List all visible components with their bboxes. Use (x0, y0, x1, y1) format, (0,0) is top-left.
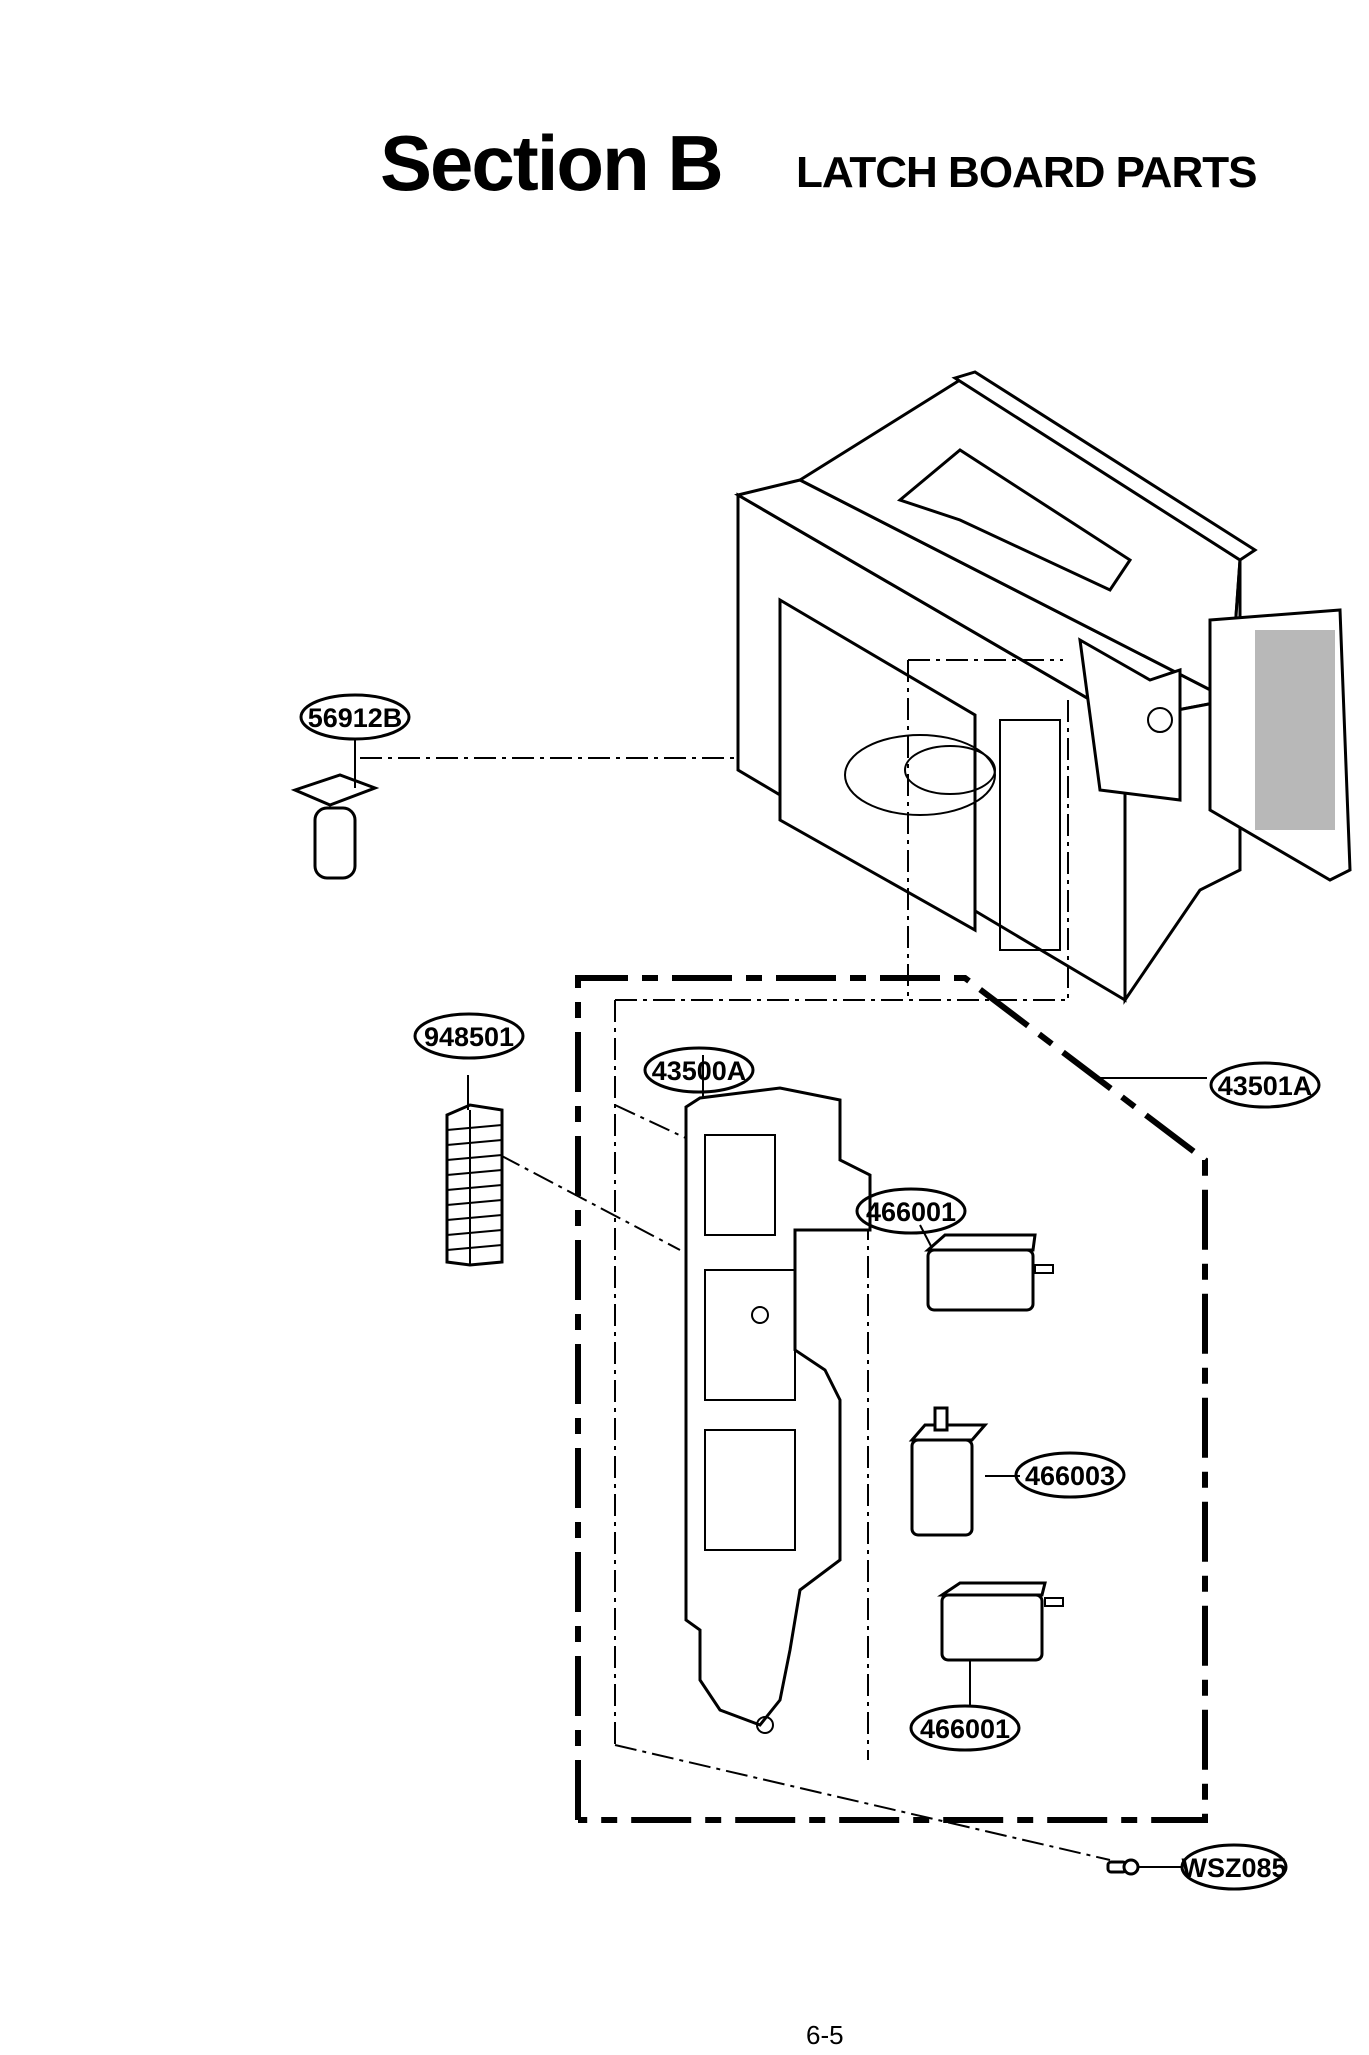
lamp-part (290, 740, 380, 880)
latch-board-part (684, 1055, 872, 1734)
callout-56912B[interactable]: 56912B (299, 693, 411, 741)
svg-text:466003: 466003 (1025, 1461, 1115, 1491)
svg-text:43500A: 43500A (652, 1056, 747, 1086)
svg-text:56912B: 56912B (308, 703, 403, 733)
callout-43501A[interactable]: 43501A (1209, 1061, 1321, 1109)
section-subtitle: LATCH BOARD PARTS (796, 148, 1257, 197)
svg-text:WSZ085: WSZ085 (1181, 1853, 1286, 1883)
callout-43500A[interactable]: 43500A (643, 1046, 755, 1094)
section-title: Section B (380, 119, 724, 207)
svg-text:43501A: 43501A (1218, 1071, 1313, 1101)
callout-466001-lower[interactable]: 466001 (909, 1704, 1021, 1752)
microwave-cavity (734, 370, 1352, 1005)
svg-text:948501: 948501 (424, 1022, 514, 1052)
svg-text:466001: 466001 (866, 1197, 956, 1227)
assembly-boundary (575, 975, 1208, 1823)
callout-WSZ085[interactable]: WSZ085 (1180, 1843, 1288, 1891)
micro-switch-lower (937, 1581, 1064, 1705)
callout-466001-upper[interactable]: 466001 (855, 1187, 967, 1235)
callout-466003[interactable]: 466003 (1014, 1451, 1126, 1499)
svg-text:466001: 466001 (920, 1714, 1010, 1744)
callout-948501[interactable]: 948501 (413, 1012, 525, 1060)
damper-stack-part (445, 1075, 504, 1267)
screw-part (1106, 1858, 1182, 1876)
micro-switch-upper (919, 1224, 1054, 1312)
page-number: 6-5 (806, 2020, 844, 2050)
micro-switch-middle (908, 1406, 1020, 1537)
